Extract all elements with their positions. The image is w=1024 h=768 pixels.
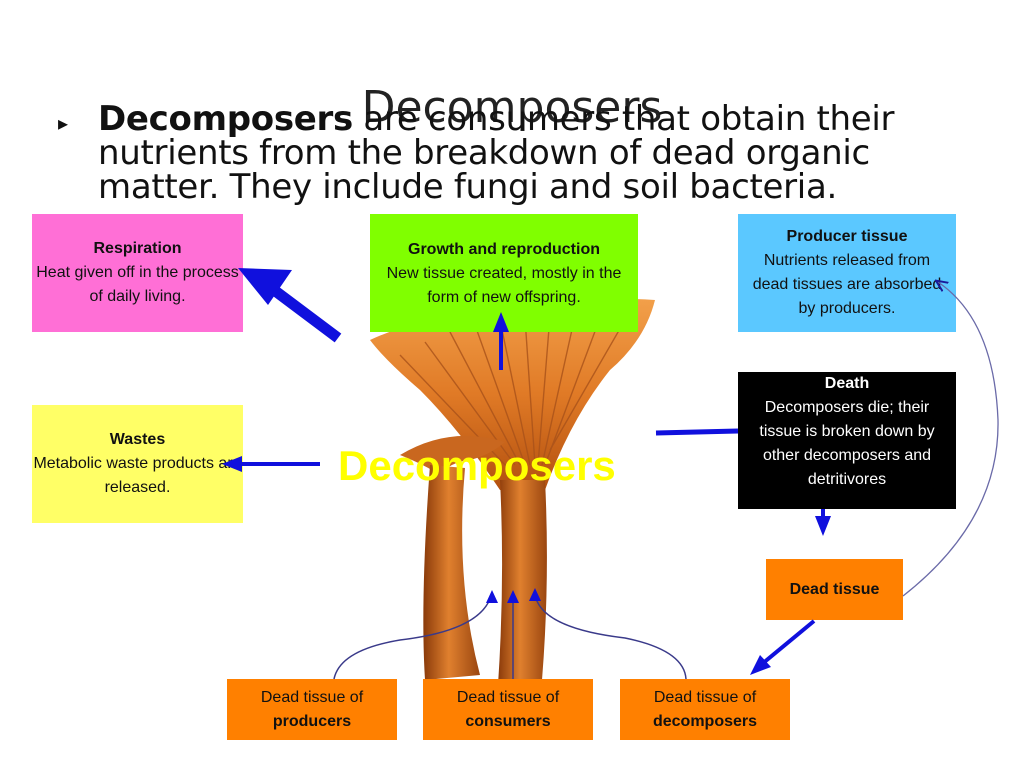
dead-consumers-box: Dead tissue of consumers <box>423 679 593 740</box>
growth-box: Growth and reproduction New tissue creat… <box>370 214 638 332</box>
growth-title: Growth and reproduction <box>408 241 600 258</box>
arrowhead-decomposers <box>529 588 541 601</box>
arrow-to-wastes <box>222 456 320 472</box>
dead-tissue-title: Dead tissue <box>789 580 880 598</box>
slide-title: Decomposers <box>361 82 663 133</box>
arrow-dead-tissue-to-producer <box>902 282 999 597</box>
arrow-to-death <box>655 428 739 436</box>
respiration-title: Respiration <box>93 240 182 257</box>
death-box: Death Decomposers die; their tissue is b… <box>738 372 956 509</box>
producer-tissue-box: Producer tissue Nutrients released from … <box>738 214 956 332</box>
dead-decomposers-term: decomposers <box>652 712 758 730</box>
dead-consumers-prefix: Dead tissue of <box>456 688 560 706</box>
dead-producers-prefix: Dead tissue of <box>260 688 364 706</box>
wastes-box: Wastes Metabolic waste products are rele… <box>32 405 243 523</box>
bullet-text: Decomposers are consumers that obtain th… <box>98 102 978 204</box>
bullet-arrow-icon: ▸ <box>58 111 69 135</box>
producer-tissue-body: Nutrients released from dead tissues are… <box>752 252 942 317</box>
death-body: Decomposers die; their tissue is broken … <box>759 399 935 488</box>
arrow-death-to-dead-tissue <box>815 509 831 536</box>
mushroom-image <box>370 298 655 685</box>
arrow-producers-to-mushroom <box>333 591 493 680</box>
respiration-body: Heat given off in the process of daily l… <box>36 264 239 305</box>
bullet-definition: are consumers that obtain their nutrient… <box>98 99 895 207</box>
dead-decomposers-box: Dead tissue of decomposers <box>620 679 790 740</box>
wastes-body: Metabolic waste products are released. <box>33 455 242 496</box>
dead-tissue-box: Dead tissue <box>766 559 903 620</box>
producer-tissue-title: Producer tissue <box>786 228 908 245</box>
center-decomposers-label: Decomposers <box>338 442 616 489</box>
death-title: Death <box>824 375 870 392</box>
wastes-title: Wastes <box>109 431 166 448</box>
growth-body: New tissue created, mostly in the form o… <box>386 265 622 306</box>
arrow-to-growth <box>493 312 509 370</box>
dead-producers-term: producers <box>272 712 352 730</box>
bullet-term: Decomposers <box>98 99 353 139</box>
arrow-decomposers-to-mushroom <box>534 593 687 680</box>
dead-consumers-term: consumers <box>465 712 551 730</box>
dead-producers-box: Dead tissue of producers <box>227 679 397 740</box>
arrow-to-respiration <box>238 268 342 343</box>
arrow-dead-tissue-to-decomposers <box>750 619 816 675</box>
arrowhead-producers <box>486 590 498 603</box>
dead-decomposers-prefix: Dead tissue of <box>653 688 757 706</box>
arrowhead-consumers <box>507 590 519 603</box>
respiration-box: Respiration Heat given off in the proces… <box>32 214 243 332</box>
